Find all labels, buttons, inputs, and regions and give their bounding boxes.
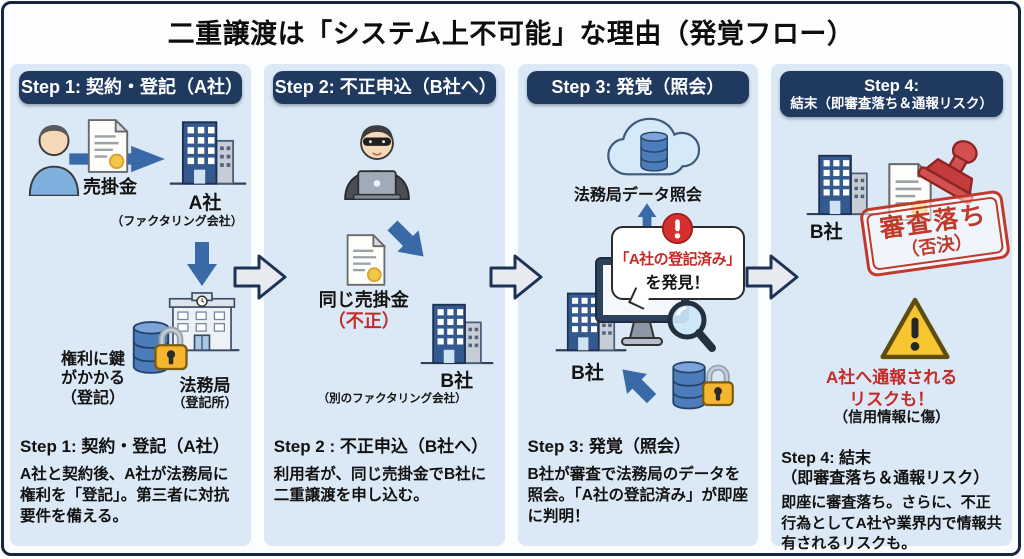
flow-arrow-1-icon <box>232 252 288 302</box>
duplicate-invoice-document-icon <box>343 232 389 288</box>
step-1-diagram: 売掛金 A社 （ファクタリング会社） 権利に鍵 がかかる （登記） 法務局 （登… <box>10 104 251 434</box>
step-4-footer-title-line2: （即審査落ち＆通報リスク） <box>781 470 990 488</box>
alert-exclamation-icon <box>661 212 694 245</box>
step-3-footer-body: B社が審査で法務局のデータを照会。「A社の登記済み」が即座に判明！ <box>527 465 748 526</box>
cloud-query-label: 法務局データ照会 <box>573 186 702 204</box>
report-risk-line1: A社へ通報される <box>825 368 958 388</box>
company-a-sub-label: （ファクタリング会社） <box>111 213 243 228</box>
step-1-panel: Step 1: 契約・登記（A社） 売掛金 A社 （ファクタリング会社） 権利に… <box>10 64 251 546</box>
page-title: 二重譲渡は「システム上不可能」な理由（発覚フロー） <box>167 19 855 49</box>
company-a-building-icon <box>168 118 248 186</box>
company-a-label: A社 <box>188 192 222 214</box>
company-b-label: B社 <box>809 222 843 244</box>
step-4-header-line2: 結末（即審査落ち＆通報リスク） <box>790 95 993 111</box>
step-4-footer: Step 4: 結末 （即審査落ち＆通報リスク） 即座に審査落ち。さらに、不正行… <box>771 447 1012 553</box>
step-3-panel: Step 3: 発覚（照会） 法務局データ照会 B社 「A社の登記済み」 を発見… <box>517 64 759 546</box>
step-2-panel: Step 2: 不正申込（B社へ） 同じ売掛金 （不正） B社 （別のファクタリ… <box>263 64 505 546</box>
fraudster-laptop-icon <box>332 118 422 200</box>
step-2-diagram: 同じ売掛金 （不正） B社 （別のファクタリング会社） <box>264 104 505 434</box>
step-2-header: Step 2: 不正申込（B社へ） <box>272 71 497 104</box>
step-1-footer-title: Step 1: 契約・登記（A社） <box>20 436 230 456</box>
flow-arrow-3-icon <box>744 252 800 302</box>
step-2-footer-title: Step 2 : 不正申込（B社へ） <box>273 436 489 456</box>
steps-row: Step 1: 契約・登記（A社） 売掛金 A社 （ファクタリング会社） 権利に… <box>10 64 1012 552</box>
report-risk-line2: リスクも！ <box>849 389 935 409</box>
step-4-footer-body: 即座に審査落ち。さらに、不正行為としてA社や業界内で情報共有されるリスクも。 <box>781 494 1002 553</box>
step-1-footer: Step 1: 契約・登記（A社） A社と契約後、A社が法務局に権利を「登記」。… <box>10 434 251 533</box>
down-arrow-icon <box>186 240 218 288</box>
receivable-label: 売掛金 <box>83 176 137 197</box>
cloud-database-icon <box>603 110 707 184</box>
step-4-footer-title-line1: Step 4: 結末 <box>781 450 872 468</box>
fraud-label: （不正） <box>327 310 400 331</box>
step-3-footer: Step 3: 発覚（照会） B社が審査で法務局のデータを照会。「A社の登記済み… <box>518 434 759 533</box>
step-4-footer-title: Step 4: 結末 （即審査落ち＆通報リスク） <box>781 449 1002 489</box>
step-2-footer-body: 利用者が、同じ売掛金でB社に二重譲渡を申し込む。 <box>273 465 487 505</box>
callout-red-text: 「A社の登記済み」 <box>614 250 741 268</box>
bureau-sub-label: （登記所） <box>172 394 238 410</box>
same-receivable-label: 同じ売掛金 <box>318 289 409 310</box>
step-4-panel: Step 4: 結末（即審査落ち＆通報リスク） B社 審査落ち （否決） A社へ… <box>771 64 1012 552</box>
company-b-label: B社 <box>440 370 474 392</box>
flow-arrow-2-icon <box>488 252 544 302</box>
report-risk-text: A社へ通報される リスクも！ <box>771 367 1012 410</box>
lock-note: 権利に鍵 がかかる （登記） <box>38 350 148 409</box>
lock-icon <box>698 362 738 408</box>
step-4-header-line1: Step 4: <box>864 77 920 95</box>
warning-triangle-icon <box>875 293 955 363</box>
callout-black-text: を発見！ <box>645 274 710 292</box>
step-1-footer-body: A社と契約後、A社が法務局に権利を「登記」。第三者に対抗要件を備える。 <box>20 465 230 526</box>
lock-note-line3: （登記） <box>60 389 125 407</box>
company-b-sub-label: （別のファクタリング会社） <box>317 392 467 405</box>
step-4-header: Step 4: 結末（即審査落ち＆通報リスク） <box>780 71 1003 118</box>
step-2-footer: Step 2 : 不正申込（B社へ） 利用者が、同じ売掛金でB社に二重譲渡を申し… <box>264 434 505 512</box>
bureau-label: 法務局 <box>179 375 231 395</box>
lock-note-line1: 権利に鍵 <box>60 350 125 368</box>
credit-damage-label: （信用情報に傷） <box>833 410 950 427</box>
lock-icon <box>150 324 192 372</box>
step-3-header: Step 3: 発覚（照会） <box>526 71 750 104</box>
step-1-header: Step 1: 契約・登記（A社） <box>19 71 243 104</box>
invoice-document-icon <box>84 117 132 175</box>
lock-note-line2: がかかる <box>60 370 125 388</box>
step-3-footer-title: Step 3: 発覚（照会） <box>527 436 691 456</box>
step-4-diagram: B社 審査落ち （否決） A社へ通報される リスクも！ （信用情報に傷） <box>771 117 1012 447</box>
company-b-building-icon <box>419 300 495 366</box>
company-b-label: B社 <box>571 362 604 384</box>
step-3-diagram: 法務局データ照会 B社 「A社の登記済み」 を発見！ <box>518 104 759 434</box>
